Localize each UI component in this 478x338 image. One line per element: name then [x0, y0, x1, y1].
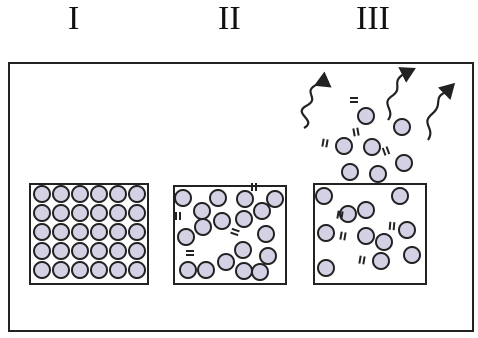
label-state-3: III	[356, 0, 390, 37]
particle-solid	[52, 242, 70, 260]
particle-solid	[33, 223, 51, 241]
particle-liquid	[235, 210, 253, 228]
label-state-2: II	[218, 0, 241, 37]
particle-gas	[403, 246, 421, 264]
particle-solid	[90, 185, 108, 203]
particle-solid	[90, 223, 108, 241]
particle-liquid	[236, 190, 254, 208]
particle-gas	[372, 252, 390, 270]
particle-gas	[375, 233, 393, 251]
particle-solid	[33, 242, 51, 260]
particle-liquid	[235, 262, 253, 280]
particle-solid	[71, 185, 89, 203]
particle-solid	[128, 242, 146, 260]
label-state-1: I	[68, 0, 80, 37]
energy-arrow-icon	[300, 71, 332, 129]
particle-solid	[71, 204, 89, 222]
motion-mark	[175, 212, 181, 220]
particle-liquid	[177, 228, 195, 246]
motion-mark	[251, 183, 257, 191]
particle-gas	[317, 259, 335, 277]
particle-solid	[33, 204, 51, 222]
particle-gas	[398, 221, 416, 239]
particle-gas	[369, 165, 387, 183]
particle-solid	[109, 223, 127, 241]
particle-liquid	[179, 261, 197, 279]
motion-mark	[352, 127, 360, 137]
motion-mark	[321, 138, 329, 148]
motion-mark	[339, 231, 347, 241]
energy-arrow-icon	[426, 82, 456, 141]
energy-arrow-icon	[386, 67, 416, 121]
particle-liquid	[194, 218, 212, 236]
particle-liquid	[197, 261, 215, 279]
particle-liquid	[234, 241, 252, 259]
particle-gas	[317, 224, 335, 242]
particle-gas	[357, 201, 375, 219]
particle-solid	[109, 204, 127, 222]
particle-gas	[335, 137, 353, 155]
particle-solid	[109, 242, 127, 260]
particle-gas	[395, 154, 413, 172]
particle-liquid	[253, 202, 271, 220]
particle-solid	[52, 223, 70, 241]
motion-mark	[388, 221, 396, 231]
particle-solid	[52, 204, 70, 222]
particle-solid	[71, 242, 89, 260]
particle-solid	[33, 185, 51, 203]
particle-gas	[393, 118, 411, 136]
particle-gas	[357, 107, 375, 125]
particle-liquid	[257, 225, 275, 243]
particle-solid	[128, 185, 146, 203]
particle-solid	[109, 261, 127, 279]
particle-gas	[315, 187, 333, 205]
particle-solid	[33, 261, 51, 279]
particle-solid	[52, 261, 70, 279]
particle-solid	[52, 185, 70, 203]
particle-gas	[363, 138, 381, 156]
particle-solid	[90, 204, 108, 222]
particle-solid	[128, 261, 146, 279]
particle-solid	[128, 223, 146, 241]
particle-solid	[109, 185, 127, 203]
particle-gas	[357, 227, 375, 245]
motion-mark	[186, 250, 194, 256]
particle-solid	[71, 223, 89, 241]
diagram-frame	[8, 62, 474, 332]
particle-solid	[71, 261, 89, 279]
motion-mark	[350, 97, 358, 103]
particle-liquid	[213, 212, 231, 230]
particle-liquid	[174, 189, 192, 207]
motion-mark	[358, 255, 366, 265]
particle-gas	[341, 163, 359, 181]
particle-solid	[90, 261, 108, 279]
particle-liquid	[209, 189, 227, 207]
particle-solid	[128, 204, 146, 222]
particle-liquid	[251, 263, 269, 281]
particle-liquid	[217, 253, 235, 271]
particle-liquid	[259, 247, 277, 265]
motion-mark	[381, 146, 391, 156]
particle-gas	[391, 187, 409, 205]
particle-gas	[339, 205, 357, 223]
particle-solid	[90, 242, 108, 260]
particle-liquid	[193, 202, 211, 220]
motion-mark	[336, 210, 344, 220]
motion-mark	[230, 227, 240, 237]
particle-liquid	[266, 190, 284, 208]
